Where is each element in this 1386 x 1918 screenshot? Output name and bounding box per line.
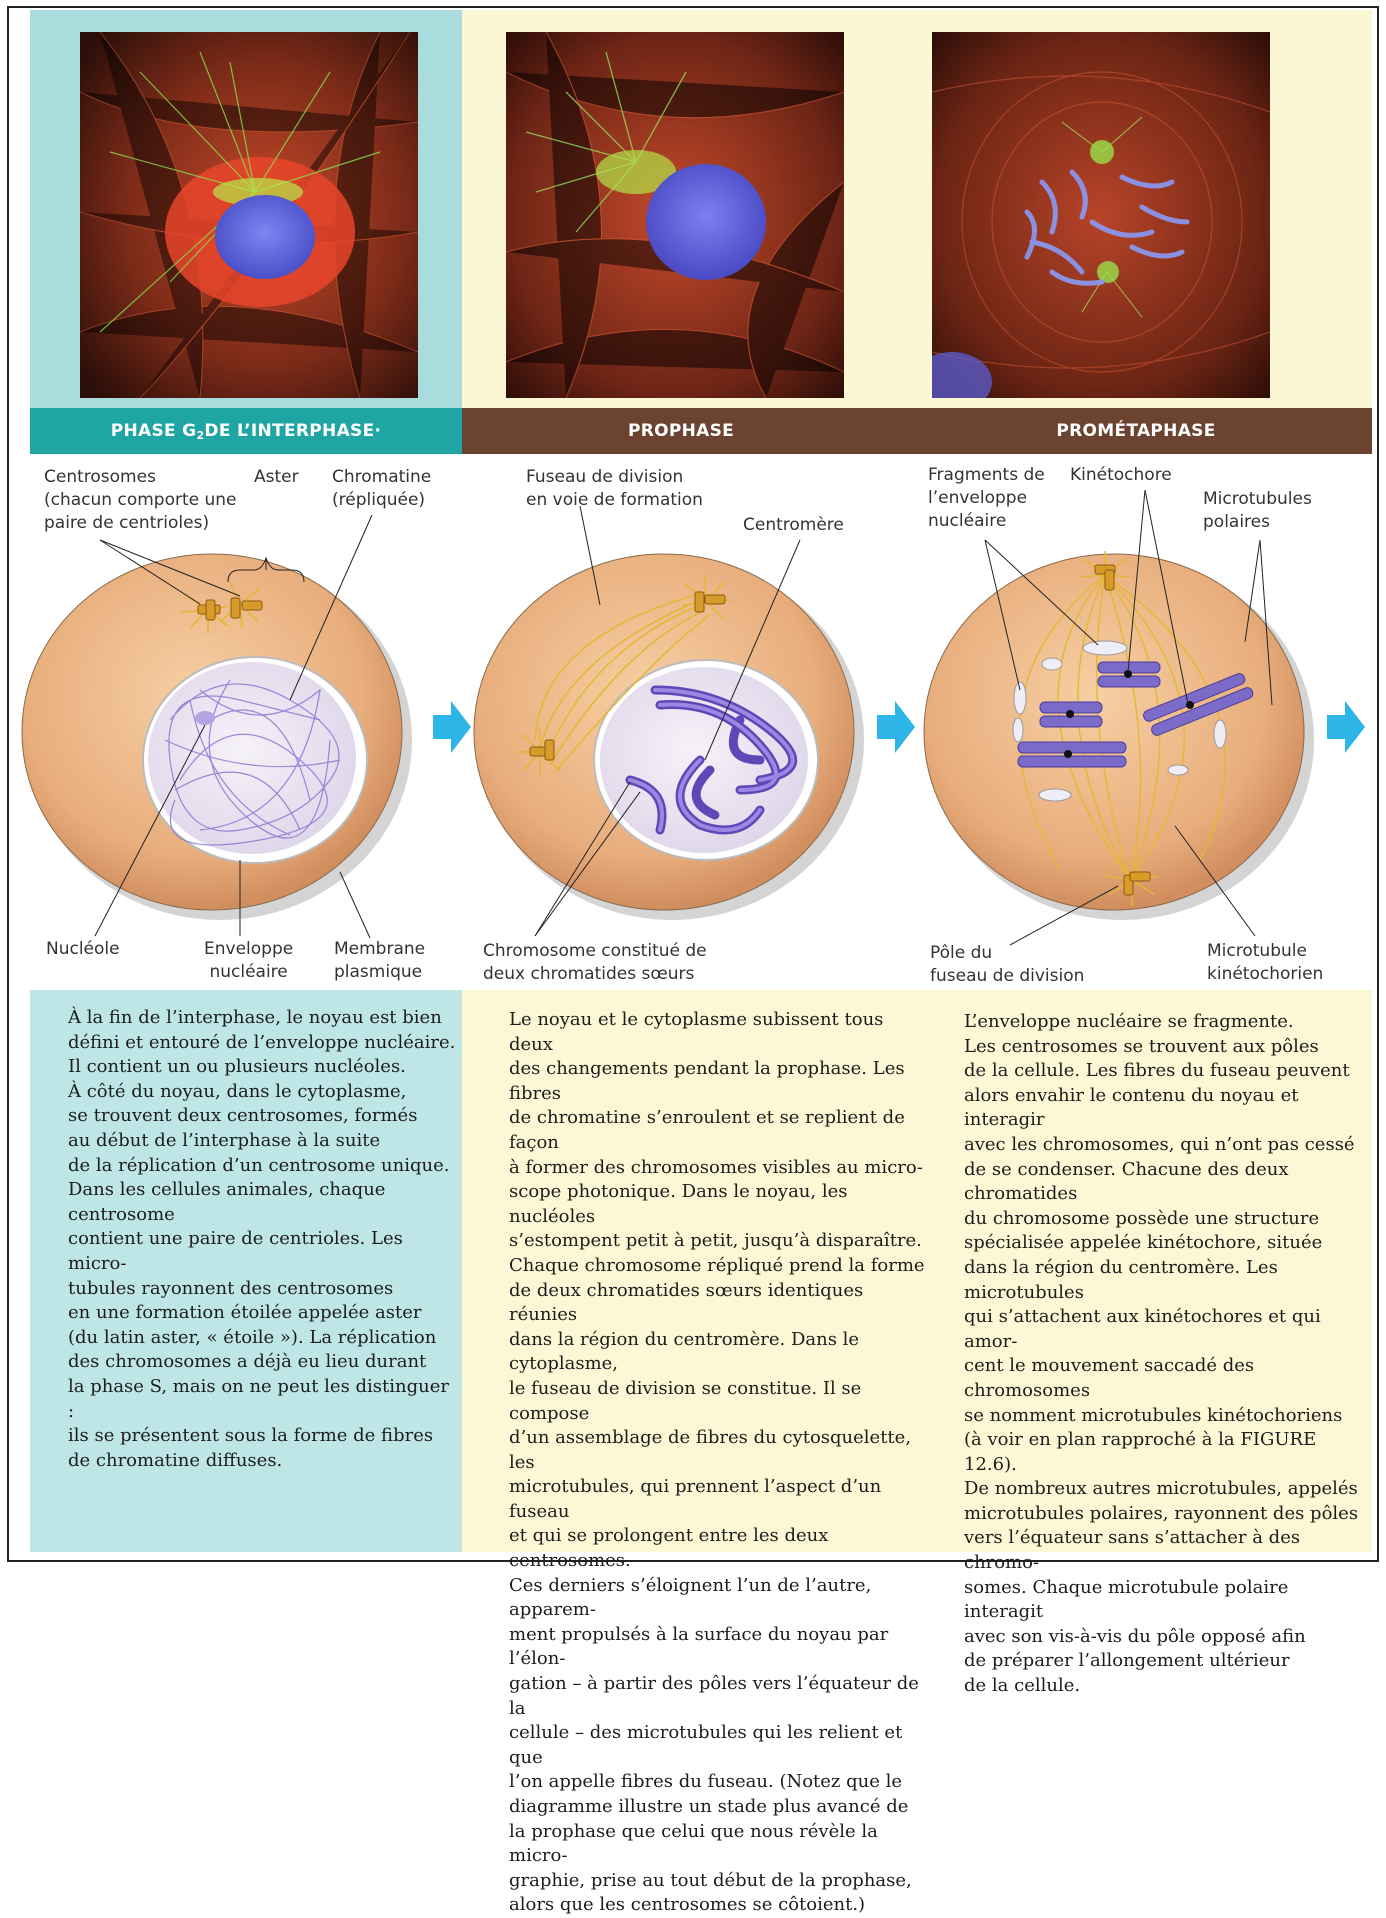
banner-prophase: PROPHASE (462, 408, 900, 454)
arrow-2 (877, 701, 915, 753)
label-enveloppe: Enveloppe nucléaire (204, 938, 293, 984)
text-prophase: Le noyau et le cytoplasme subissent tous… (509, 1008, 929, 1918)
label-microtubules-polaires: Microtubules polaires (1203, 488, 1312, 534)
text-prometaphase: L’enveloppe nucléaire se fragmente. Les … (964, 1010, 1368, 1699)
label-fuseau: Fuseau de division en voie de formation (526, 466, 703, 512)
prophase-cell (474, 554, 864, 920)
interphase-micrograph (80, 32, 418, 398)
label-centromere: Centromère (743, 514, 844, 537)
mitosis-diagram (20, 455, 1370, 990)
label-pole: Pôle du fuseau de division (930, 942, 1084, 988)
arrow-3 (1327, 701, 1365, 753)
label-nucleole: Nucléole (46, 938, 120, 961)
arrow-1 (433, 701, 471, 753)
label-chromosome: Chromosome constitué de deux chromatides… (483, 940, 707, 986)
label-centrosomes: Centrosomes (chacun comporte une paire d… (44, 466, 237, 535)
label-aster: Aster (254, 466, 299, 489)
prometaphase-cell (924, 551, 1314, 920)
banner-prometaphase: PROMÉTAPHASE (900, 408, 1372, 454)
text-interphase: À la fin de l’interphase, le noyau est b… (68, 1006, 460, 1473)
label-membrane: Membrane plasmique (334, 938, 425, 984)
label-kinetochore: Kinétochore (1070, 464, 1172, 487)
prometaphase-micrograph (932, 32, 1270, 398)
label-fragments: Fragments de l’enveloppe nucléaire (928, 464, 1045, 533)
label-chromatine: Chromatine (répliquée) (332, 466, 431, 512)
banner-interphase: PHASE G2 DE L’INTERPHASE· (30, 408, 462, 454)
interphase-cell (22, 554, 412, 920)
label-microtubule-kinetochorien: Microtubule kinétochorien (1207, 940, 1323, 986)
prophase-micrograph (506, 32, 844, 398)
